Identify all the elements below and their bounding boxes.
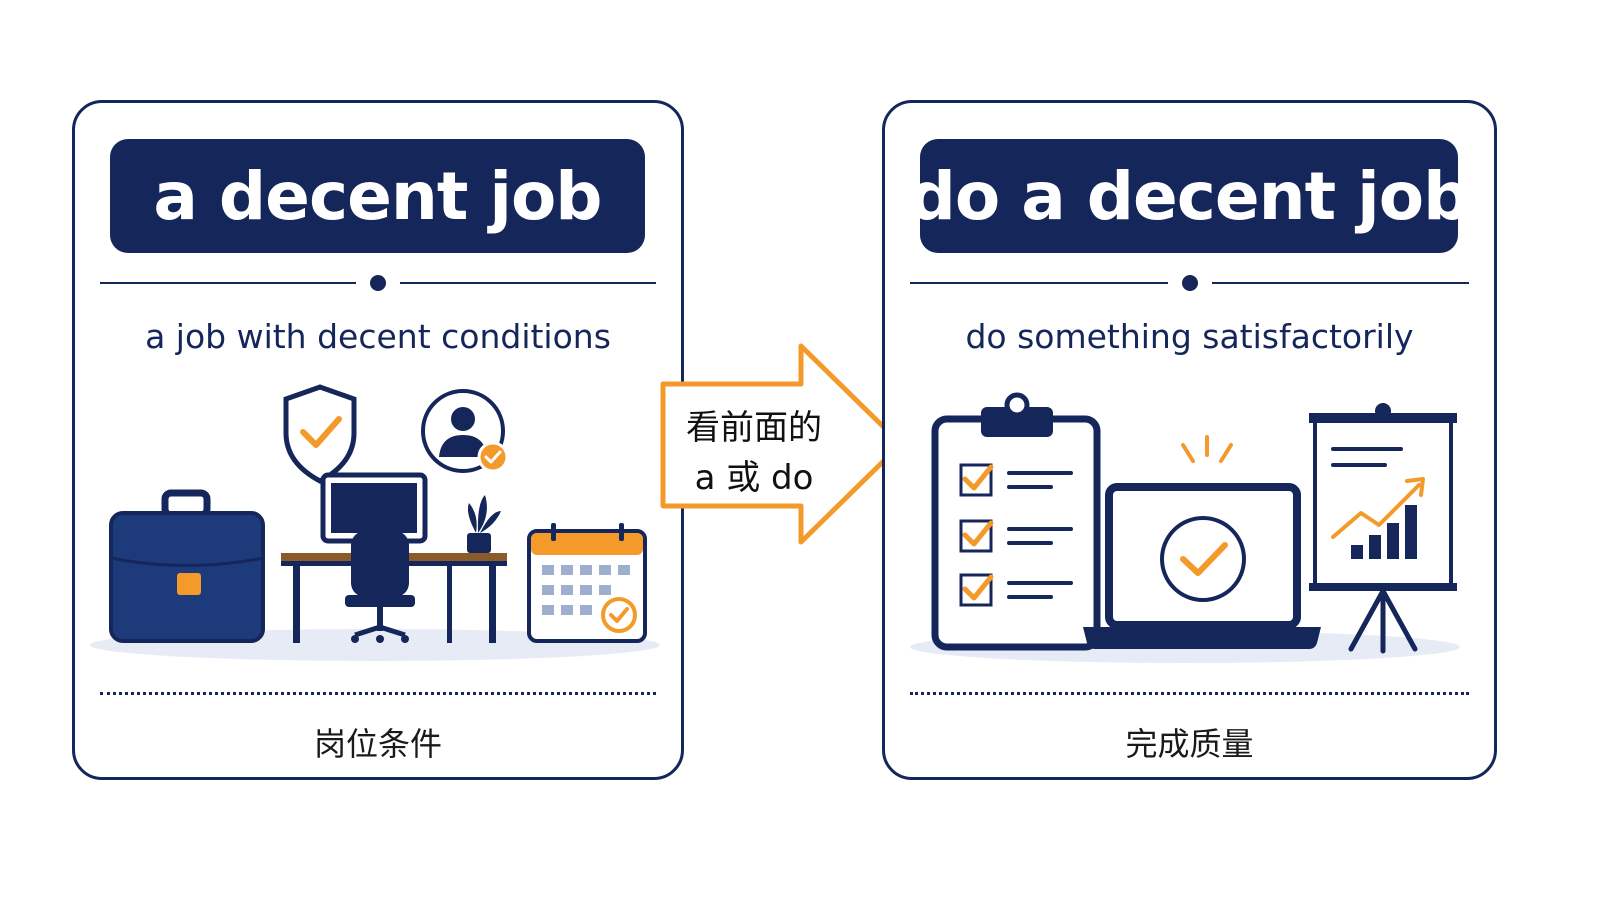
right-dotted-divider <box>910 692 1469 695</box>
left-footer: 岗位条件 <box>313 725 442 763</box>
right-subtitle: do something satisfactorily <box>965 317 1414 356</box>
arrow-text-line1: 看前面的 <box>686 408 822 448</box>
left-title-box: a decent job <box>110 139 645 253</box>
office-chair-icon <box>345 531 415 643</box>
laptop-check-icon <box>1083 483 1321 649</box>
shield-check-icon <box>283 384 357 484</box>
left-illustration <box>90 384 660 661</box>
sparkle-icon <box>1181 435 1233 463</box>
arrow-right-icon <box>660 343 904 545</box>
briefcase-icon <box>109 489 265 643</box>
left-title: a decent job <box>153 157 602 235</box>
arrow-text-line2: a 或 do <box>694 458 814 498</box>
left-divider <box>100 275 656 291</box>
plant-icon <box>467 495 501 553</box>
user-check-icon <box>421 389 509 473</box>
right-title-box: do a decent job <box>909 139 1470 253</box>
right-illustration <box>910 392 1460 663</box>
right-title: do a decent job <box>908 157 1471 235</box>
left-subtitle: a job with decent conditions <box>145 317 611 356</box>
arrow-callout: 看前面的 a 或 do <box>655 340 915 550</box>
left-card: a decent job a job with decent condition… <box>72 100 684 780</box>
presentation-chart-icon <box>1309 403 1457 654</box>
calendar-check-icon <box>527 523 647 643</box>
desk-computer-icon <box>281 472 507 643</box>
clipboard-checklist-icon <box>931 392 1101 651</box>
right-divider <box>910 275 1469 291</box>
left-dotted-divider <box>100 692 656 695</box>
right-card: do a decent job do something satisfactor… <box>882 100 1497 780</box>
right-footer: 完成质量 <box>1125 725 1254 763</box>
